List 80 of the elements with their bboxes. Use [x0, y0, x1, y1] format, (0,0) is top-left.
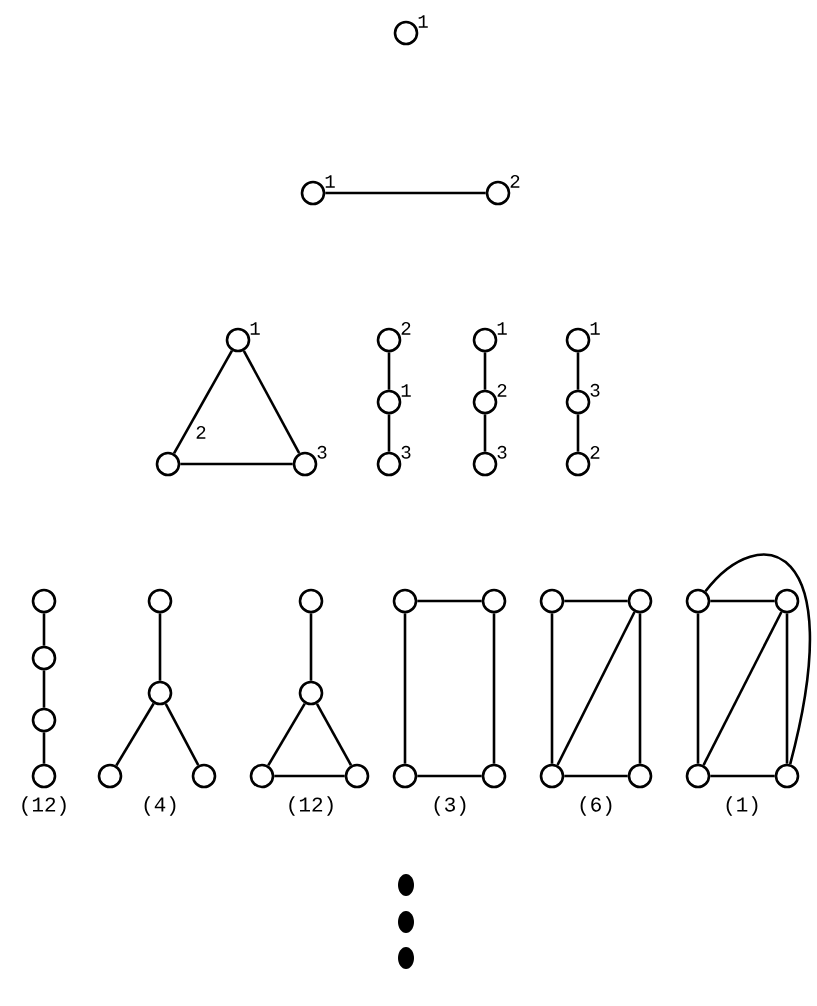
- edge-line: [785, 613, 789, 764]
- vertex-circle: [147, 680, 173, 706]
- edge-line: [172, 350, 234, 454]
- edge-line: [556, 611, 636, 766]
- vertex-label: 2: [196, 426, 206, 439]
- edge-line: [492, 613, 496, 764]
- count-label: (1): [726, 796, 758, 816]
- edge-line: [710, 774, 775, 778]
- edge-line: [417, 774, 482, 778]
- vertex-circle: [774, 588, 800, 614]
- vertex-circle: [539, 588, 565, 614]
- edge-line: [550, 613, 554, 764]
- vertex-circle: [31, 707, 57, 733]
- vertex-circle: [392, 588, 418, 614]
- edge-line: [115, 702, 155, 767]
- vertex-label: 1: [497, 322, 507, 335]
- edge-line: [309, 613, 313, 681]
- vertex-label: 1: [325, 175, 335, 188]
- vertex-circle: [774, 763, 800, 789]
- count-label: (6): [580, 796, 612, 816]
- vertex-circle: [31, 588, 57, 614]
- vertex-label: 2: [401, 322, 411, 335]
- vertex-circle: [685, 763, 711, 789]
- vertex-circle: [627, 588, 653, 614]
- vertex-label: 3: [590, 383, 600, 397]
- vertex-circle: [191, 763, 217, 789]
- vertex-circle: [627, 763, 653, 789]
- vertex-circle: [685, 588, 711, 614]
- vertex-circle: [298, 588, 324, 614]
- edge-line: [710, 599, 775, 603]
- edge-line: [180, 462, 293, 466]
- vertex-label: 2: [497, 384, 507, 397]
- vertex-circle: [97, 763, 123, 789]
- count-label: (12): [22, 796, 66, 816]
- edge-line: [315, 703, 353, 766]
- vertex-label: 1: [418, 15, 428, 28]
- vertex-circle: [481, 763, 507, 789]
- count-label: (4): [144, 796, 176, 816]
- vertex-label: 1: [401, 384, 411, 397]
- vertex-label: 1: [250, 322, 260, 335]
- edge-line: [483, 414, 487, 452]
- edge-line: [267, 702, 306, 767]
- count-label: (3): [434, 796, 466, 816]
- vertex-label: 3: [497, 445, 507, 459]
- edge-line: [42, 732, 46, 764]
- edge-line: [564, 599, 628, 603]
- edge-line: [702, 611, 783, 766]
- vertex-label: 3: [317, 445, 327, 459]
- vertex-circle: [31, 645, 57, 671]
- vertex-circle: [392, 763, 418, 789]
- edge-line: [483, 352, 487, 390]
- edge-line: [696, 613, 700, 764]
- edge-line: [417, 599, 482, 603]
- edge-line: [704, 553, 812, 765]
- vertex-circle: [539, 763, 565, 789]
- edge-line: [274, 774, 345, 778]
- edge-line: [158, 613, 162, 681]
- vertex-circle: [344, 763, 370, 789]
- count-label: (12): [289, 796, 333, 816]
- edge-line: [325, 191, 486, 195]
- vertex-circle: [249, 763, 275, 789]
- edge-line: [576, 414, 580, 452]
- edge-line: [42, 613, 46, 646]
- vertex-circle: [481, 588, 507, 614]
- vertex-label: 1: [590, 322, 600, 335]
- vertex-label: 2: [590, 446, 600, 459]
- vertex-circle: [298, 680, 324, 706]
- vertex-circle: [147, 588, 173, 614]
- edge-line: [42, 670, 46, 708]
- edge-line: [387, 414, 391, 452]
- edge-line: [564, 774, 628, 778]
- vertex-label: 2: [510, 175, 520, 188]
- edge-line: [164, 703, 200, 766]
- edge-line: [387, 352, 391, 390]
- edge-line: [576, 352, 580, 390]
- vertex-label: 3: [401, 445, 411, 459]
- edge-line: [403, 613, 407, 764]
- edge-line: [242, 350, 301, 454]
- vertex-circle: [31, 763, 57, 789]
- edge-line: [638, 613, 642, 764]
